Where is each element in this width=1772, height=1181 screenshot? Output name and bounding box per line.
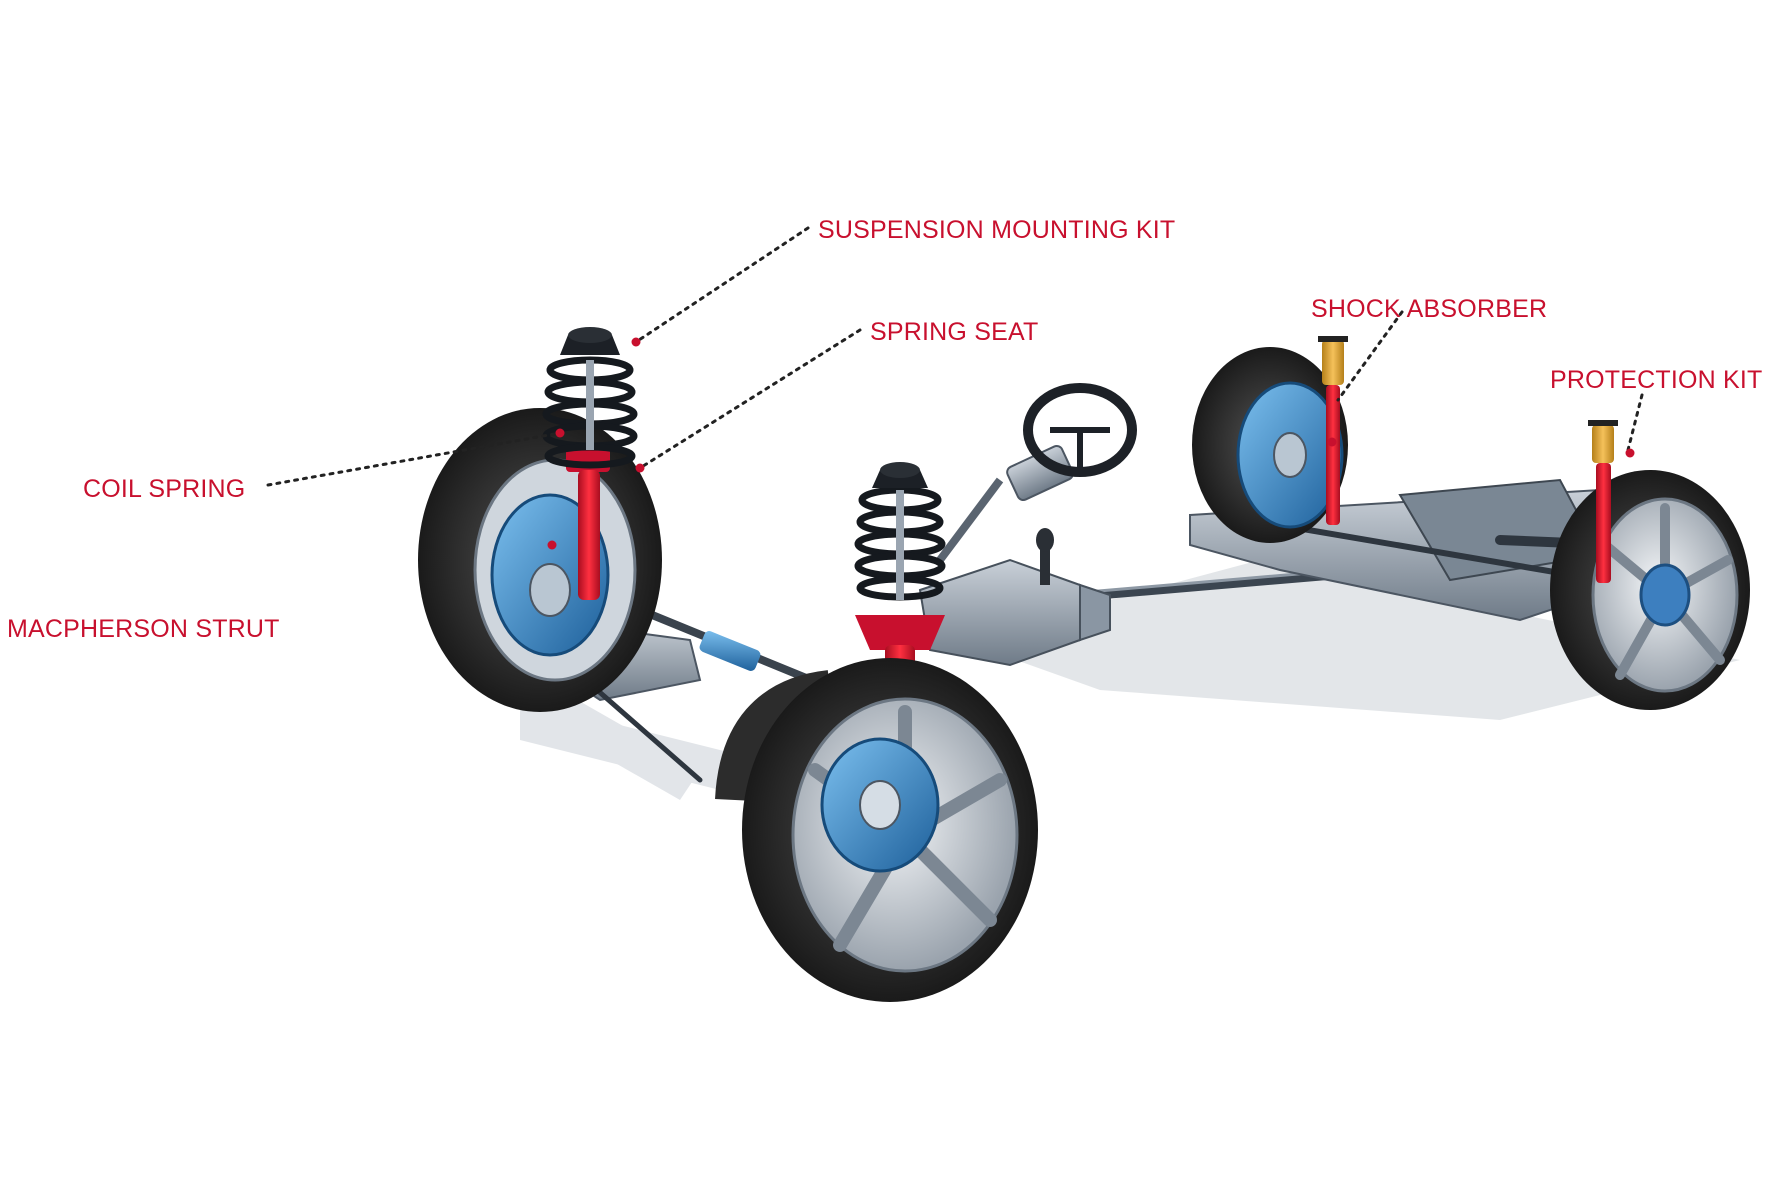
dot-coil-spring bbox=[555, 428, 565, 438]
gearbox bbox=[918, 528, 1111, 667]
callout-lines bbox=[266, 226, 1644, 487]
rear-left-wheel bbox=[1192, 347, 1348, 543]
leader-suspension-mounting-kit bbox=[634, 226, 810, 344]
dot-suspension-mounting-kit bbox=[631, 337, 641, 347]
dot-spring-seat bbox=[635, 463, 645, 473]
label-coil-spring: COIL SPRING bbox=[83, 475, 246, 503]
ground-shadow bbox=[520, 560, 1740, 800]
protection-kit-shock bbox=[1588, 420, 1618, 583]
leader-coil-spring bbox=[266, 431, 562, 487]
label-suspension-mounting-kit: SUSPENSION MOUNTING KIT bbox=[818, 216, 1176, 244]
steering-assembly bbox=[936, 383, 1137, 563]
dot-macpherson-strut bbox=[547, 540, 557, 550]
label-protection-kit: PROTECTION KIT bbox=[1550, 366, 1763, 394]
label-spring-seat: SPRING SEAT bbox=[870, 318, 1039, 346]
front-right-wheel bbox=[715, 658, 1038, 1002]
rear-shock-absorber bbox=[1318, 336, 1348, 525]
leader-spring-seat bbox=[638, 328, 862, 470]
front-left-strut bbox=[542, 327, 638, 600]
callout-dots bbox=[547, 337, 1635, 550]
dot-shock-absorber bbox=[1327, 437, 1337, 447]
leader-shock-absorber bbox=[1336, 310, 1404, 402]
label-macpherson-strut: MACPHERSON STRUT bbox=[7, 615, 280, 643]
rear-right-wheel bbox=[1550, 470, 1750, 710]
leader-protection-kit bbox=[1626, 393, 1644, 452]
label-shock-absorber: SHOCK ABSORBER bbox=[1311, 295, 1548, 323]
dot-protection-kit bbox=[1625, 448, 1635, 458]
